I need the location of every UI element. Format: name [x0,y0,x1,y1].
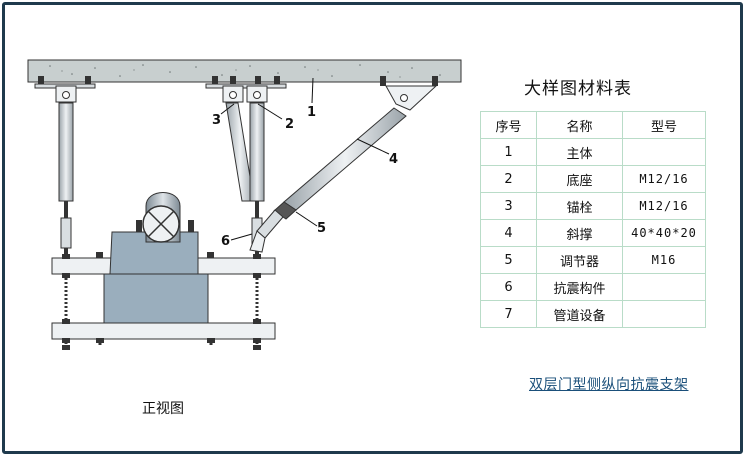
material-table: 序号 名称 型号 1 主体 2 底座 M12/16 3 锚栓 M12/16 4 … [480,111,706,328]
row-model [622,300,706,328]
row-name: 管道设备 [536,300,623,328]
outer-frame [2,2,743,454]
diagram-subtitle-link[interactable]: 双层门型侧纵向抗震支架 [529,377,689,393]
pipe [142,192,181,243]
row-index: 6 [480,273,537,301]
row-index: 3 [480,192,537,220]
row-model [622,138,706,166]
table-row: 3 锚栓 M12/16 [480,192,706,220]
callout-5: 5 [317,221,326,236]
concrete-slab [27,59,462,83]
view-label: 正视图 [142,401,184,417]
row-name: 主体 [536,138,623,166]
callout-leaders [220,77,390,241]
row-index: 7 [480,300,537,328]
table-row: 5 调节器 M16 [480,246,706,274]
row-index: 2 [480,165,537,193]
table-title: 大样图材料表 [524,79,632,99]
row-index: 1 [480,138,537,166]
table-row: 7 管道设备 [480,300,706,328]
header-cell: 名称 [536,111,623,139]
header-cell: 序号 [480,111,537,139]
diagonal-brace [273,76,438,220]
callout-6: 6 [221,234,230,249]
table-row: 4 斜撑 40*40*20 [480,219,706,247]
lower-crossbar [51,319,276,350]
row-name: 斜撑 [536,219,623,247]
center-base-plate [205,76,287,103]
callout-2: 2 [285,117,294,132]
row-name: 底座 [536,165,623,193]
left-base-plate [34,76,96,103]
row-name: 调节器 [536,246,623,274]
table-row: 1 主体 [480,138,706,166]
row-index: 5 [480,246,537,274]
table-row: 6 抗震构件 [480,273,706,301]
table-header-row: 序号 名称 型号 [480,111,706,139]
row-model: 40*40*20 [622,219,706,247]
table-row: 2 底座 M12/16 [480,165,706,193]
header-cell: 型号 [622,111,706,139]
adjuster [249,209,284,253]
row-model: M16 [622,246,706,274]
row-name: 锚栓 [536,192,623,220]
left-hanger-rod [58,102,74,258]
callout-1: 1 [307,105,316,120]
row-name: 抗震构件 [536,273,623,301]
row-model [622,273,706,301]
row-model: M12/16 [622,165,706,193]
row-model: M12/16 [622,192,706,220]
row-index: 4 [480,219,537,247]
callout-4: 4 [389,152,398,167]
callout-3: 3 [212,113,221,128]
